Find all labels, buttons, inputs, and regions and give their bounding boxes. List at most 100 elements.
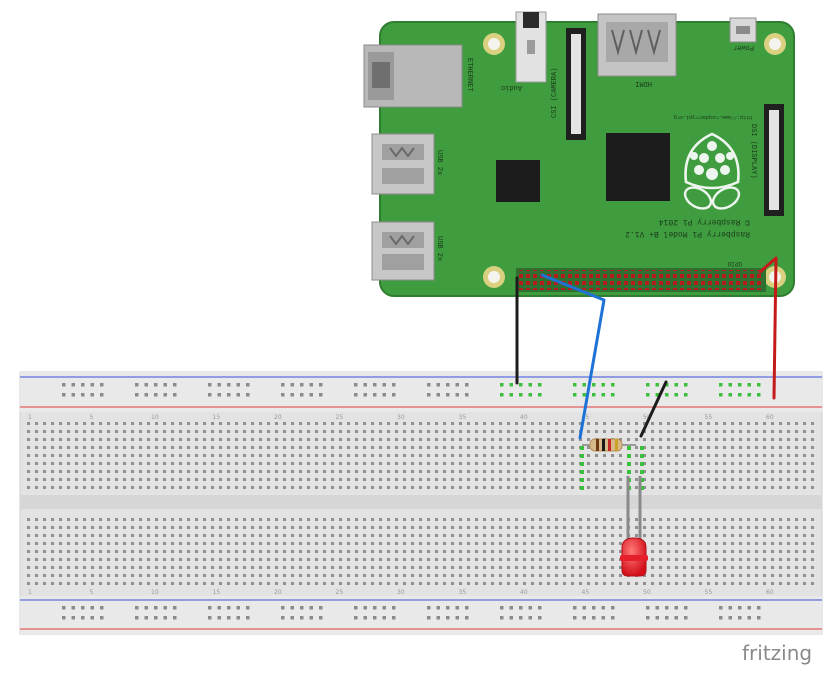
rail-hole xyxy=(71,606,75,610)
rail-hole xyxy=(528,393,532,397)
rail-hole xyxy=(646,616,650,620)
rail-hole xyxy=(465,383,469,387)
rail-hole xyxy=(246,616,250,620)
column-number: 50 xyxy=(643,589,651,596)
resistor[interactable] xyxy=(582,438,636,452)
rail-hole xyxy=(100,383,104,387)
rail-hole xyxy=(455,383,459,387)
rail-hole xyxy=(236,393,240,397)
power-label: Power xyxy=(733,43,754,51)
rail-hole xyxy=(601,383,605,387)
wire-red-power[interactable] xyxy=(758,256,778,400)
rail-hole xyxy=(90,606,94,610)
rail-hole xyxy=(684,383,688,387)
display-connector xyxy=(764,104,784,216)
rail-hole xyxy=(71,383,75,387)
rail-hole xyxy=(135,393,139,397)
rail-hole xyxy=(208,383,212,387)
usb-label: USB 2x xyxy=(435,150,443,175)
rail-hole xyxy=(684,606,688,610)
rail-hole xyxy=(373,383,377,387)
rail-hole xyxy=(465,393,469,397)
camera-label: CSI (CAMERA) xyxy=(551,68,559,118)
rail-hole xyxy=(281,393,285,397)
rail-hole xyxy=(528,606,532,610)
model-label: Raspberry Pi Model B+ V1.2 xyxy=(625,229,750,238)
hdmi-label: HDMI xyxy=(635,79,652,87)
rail-hole xyxy=(436,393,440,397)
rail-hole xyxy=(728,606,732,610)
rail-hole xyxy=(738,616,742,620)
rail-hole xyxy=(509,616,513,620)
rail-hole xyxy=(81,383,85,387)
rail-hole xyxy=(62,393,66,397)
rail-hole xyxy=(90,383,94,387)
rail-hole xyxy=(154,616,158,620)
rail-hole xyxy=(382,383,386,387)
rail-hole xyxy=(319,606,323,610)
usb-label: USB 2x xyxy=(435,236,443,261)
power-rail-top xyxy=(20,372,822,412)
rail-hole xyxy=(582,606,586,610)
column-number: 25 xyxy=(336,589,344,596)
rail-hole xyxy=(246,393,250,397)
rail-hole xyxy=(281,616,285,620)
rail-hole xyxy=(592,606,596,610)
column-number: 60 xyxy=(766,414,774,421)
rail-hole xyxy=(446,616,450,620)
column-number: 30 xyxy=(397,414,405,421)
highlight-hole xyxy=(580,486,584,490)
usb-port xyxy=(371,133,435,195)
rail-hole xyxy=(665,616,669,620)
rail-hole xyxy=(290,383,294,387)
camera-connector xyxy=(566,28,586,140)
rail-hole xyxy=(227,616,231,620)
rail-hole xyxy=(135,616,139,620)
rail-hole xyxy=(611,383,615,387)
rail-hole xyxy=(144,383,148,387)
raspberry-pi-board: ETHERNET USB 2x USB 2x Audio CSI (C xyxy=(363,11,795,297)
audio-jack xyxy=(515,11,547,83)
rail-hole xyxy=(519,383,523,387)
rail-hole xyxy=(154,393,158,397)
rail-hole xyxy=(227,606,231,610)
rail-hole xyxy=(757,393,761,397)
highlight-hole xyxy=(640,462,644,466)
rail-hole xyxy=(227,383,231,387)
column-number: 10 xyxy=(151,414,159,421)
rail-hole xyxy=(738,383,742,387)
rail-hole xyxy=(455,616,459,620)
rail-hole xyxy=(655,616,659,620)
rail-hole xyxy=(373,393,377,397)
rail-hole xyxy=(427,383,431,387)
rail-hole xyxy=(319,616,323,620)
rail-hole xyxy=(611,393,615,397)
rail-hole xyxy=(538,616,542,620)
hdmi-port xyxy=(597,13,677,77)
rail-hole xyxy=(519,616,523,620)
rail-hole xyxy=(665,606,669,610)
column-number: 25 xyxy=(336,414,344,421)
rail-hole xyxy=(354,606,358,610)
wire-black-led[interactable] xyxy=(639,380,668,438)
rail-hole xyxy=(446,606,450,610)
column-numbers: 1155101015152020252530303535404045455050… xyxy=(28,414,774,596)
rail-hole xyxy=(217,606,221,610)
rail-hole xyxy=(135,606,139,610)
highlight-hole xyxy=(580,454,584,458)
rail-hole xyxy=(592,616,596,620)
rail-hole xyxy=(728,383,732,387)
rail-hole xyxy=(500,393,504,397)
rail-hole xyxy=(319,383,323,387)
wire-blue-gpio[interactable] xyxy=(540,273,606,440)
column-number: 40 xyxy=(520,414,528,421)
led[interactable] xyxy=(620,476,648,577)
rail-holes-bottom xyxy=(62,606,761,620)
rail-hole xyxy=(728,616,732,620)
rail-hole xyxy=(674,393,678,397)
rail-hole xyxy=(90,616,94,620)
rail-hole xyxy=(290,616,294,620)
column-number: 1 xyxy=(28,414,32,421)
rail-hole xyxy=(592,383,596,387)
rail-hole xyxy=(246,606,250,610)
